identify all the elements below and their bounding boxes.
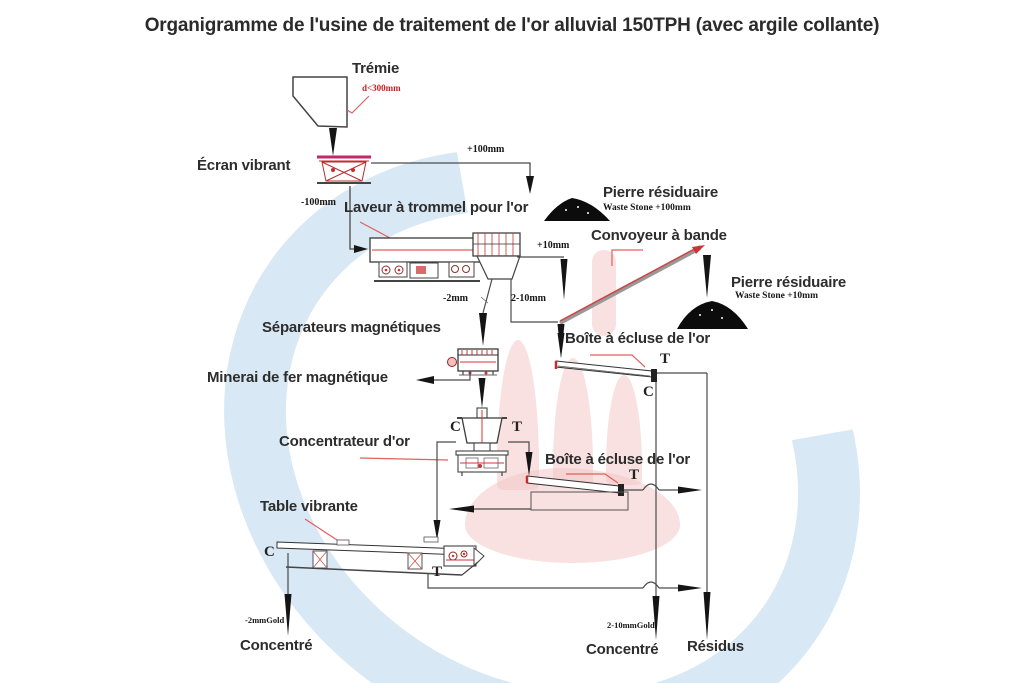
- gold-minus2-label: -2mmGold: [245, 615, 285, 625]
- hopper-label: Trémie: [352, 60, 400, 77]
- waste-stone-2-sub: Waste Stone +10mm: [735, 291, 818, 301]
- waste-stone-2-title: Pierre résiduaire: [731, 274, 847, 291]
- magnetic-separators-label: Séparateurs magnétiques: [262, 319, 441, 336]
- trommel-drawing: [359, 221, 521, 282]
- waste-stone-1-sub: Waste Stone +100mm: [603, 203, 691, 213]
- gold-concentrator-label: Concentrateur d'or: [279, 433, 410, 450]
- conveyor-drawing: [559, 245, 711, 325]
- vibrating-screen-drawing: [317, 155, 371, 184]
- magnetic-iron-ore-label: Minerai de fer magnétique: [207, 369, 388, 386]
- sluice2-c-line: [449, 505, 531, 513]
- plus10mm-label: +10mm: [537, 240, 570, 251]
- minus2mm-label: -2mm: [443, 293, 468, 304]
- table-c-line: [284, 553, 292, 636]
- size-2-10mm-label: 2-10mm: [511, 293, 546, 304]
- residues-label: Résidus: [687, 638, 744, 655]
- undersize-100mm-label: -100mm: [301, 197, 336, 208]
- oversize-100mm-line: [371, 162, 534, 194]
- table-t-line: [427, 573, 702, 592]
- concentrator-c-label: C: [450, 419, 461, 435]
- hopper-drawing: [292, 76, 370, 156]
- sluice1-c-label: C: [643, 384, 654, 400]
- table-t-label: T: [432, 564, 443, 580]
- sluice-box-2-label: Boîte à écluse de l'or: [545, 451, 691, 468]
- sluice1-t-label: T: [660, 351, 671, 367]
- shaking-table-drawing: [276, 518, 485, 576]
- trommel-label: Laveur à trommel pour l'or: [344, 199, 529, 216]
- plus10mm-line: [517, 256, 568, 300]
- hopper-size-note: d<300mm: [362, 83, 401, 93]
- page-title: Organigramme de l'usine de traitement de…: [144, 15, 880, 36]
- iron-ore-line: [416, 371, 471, 384]
- shaking-table-label: Table vibrante: [260, 498, 358, 515]
- magnetic-separator-drawing: [447, 348, 499, 376]
- gold-2-10-label: 2-10mmGold: [607, 620, 655, 630]
- waste-pile-2: [677, 301, 748, 329]
- gold-concentrator-drawing: [359, 407, 509, 476]
- sluice-box-2-drawing: [525, 473, 629, 511]
- undersize-100mm-line: [349, 186, 368, 253]
- table-c-label: C: [264, 544, 275, 560]
- minus2mm-line: [479, 278, 493, 346]
- sluice1-c-line: [652, 382, 660, 640]
- belt-conveyor-label: Convoyeur à bande: [591, 227, 727, 244]
- waste-stone-1-title: Pierre résiduaire: [603, 184, 719, 201]
- sluice2-t-label: T: [629, 467, 640, 483]
- concentrator-t-label: T: [512, 419, 523, 435]
- concentrator-c-line: [433, 441, 456, 540]
- concentrator-t-line: [508, 441, 533, 476]
- concentrate-left-label: Concentré: [240, 637, 313, 654]
- size-2-10mm-line: [510, 279, 565, 358]
- oversize-100mm-label: +100mm: [467, 144, 505, 155]
- waste-pile-1: [544, 198, 610, 221]
- concentrate-right-label: Concentré: [586, 641, 659, 658]
- sluice-box-1-label: Boîte à écluse de l'or: [565, 330, 711, 347]
- separator-to-concentrator-arrow: [478, 378, 486, 408]
- sluice1-t-line: [657, 372, 711, 640]
- sluice-box-1-drawing: [554, 333, 657, 382]
- sluice2-t-line: [624, 483, 702, 494]
- vibrating-screen-label: Écran vibrant: [197, 157, 291, 174]
